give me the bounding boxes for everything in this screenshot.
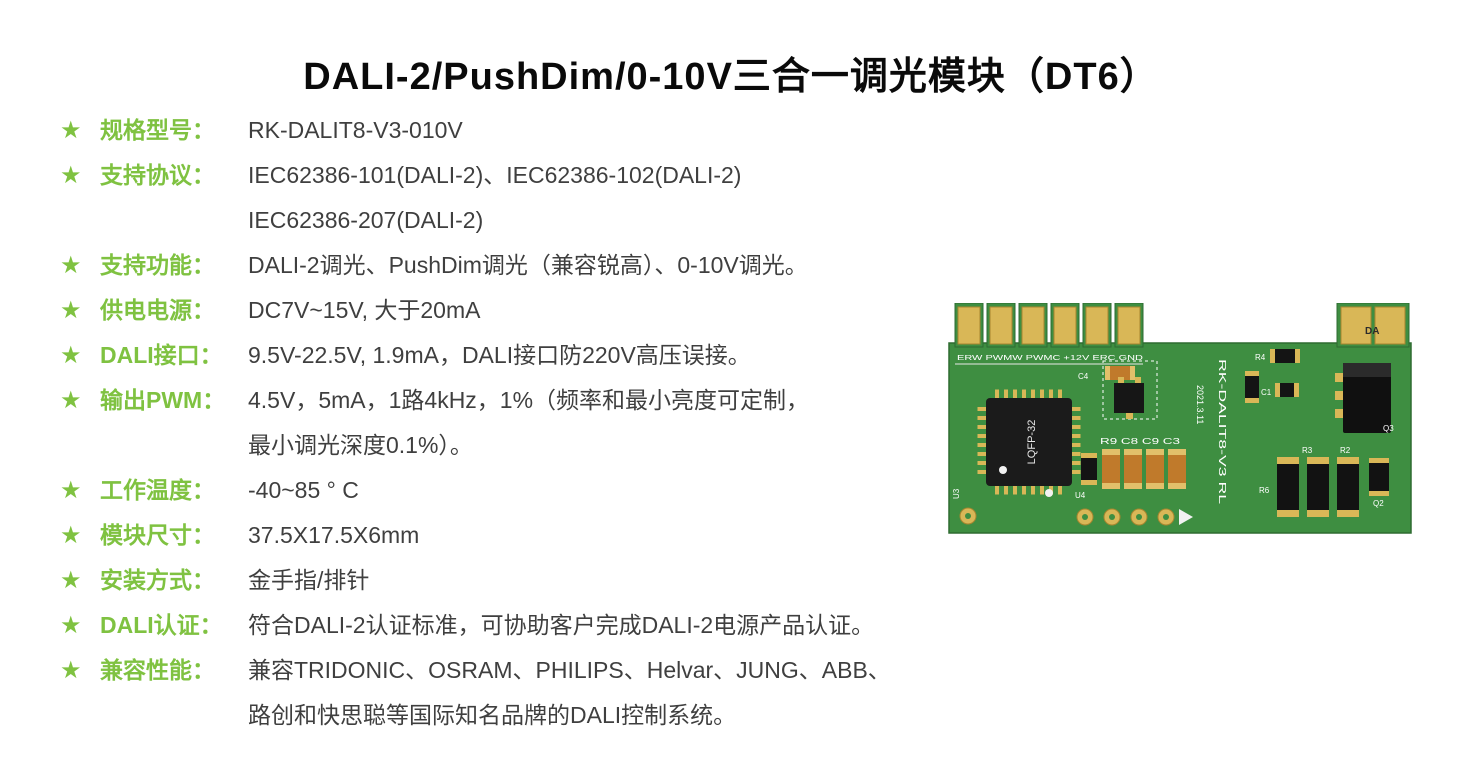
arrow-mark [1179, 509, 1193, 525]
spec-row-mounting: ★ 安装方式： 金手指/排针 [60, 558, 891, 603]
spec-row-model: ★ 规格型号： RK-DALIT8-V3-010V [60, 108, 891, 153]
spec-value: 符合DALI-2认证标准，可协助客户完成DALI-2电源产品认证。 [248, 612, 875, 638]
star-icon: ★ [60, 567, 82, 594]
pcb-label-r2: R2 [1340, 446, 1351, 455]
pcb-label-r3: R3 [1302, 446, 1313, 455]
star-icon: ★ [60, 117, 82, 144]
spec-value: DALI-2调光、PushDim调光（兼容锐高）、0-10V调光。 [248, 252, 808, 278]
r4-c1-area: R4 C1 [1245, 349, 1300, 403]
page-title: DALI-2/PushDim/0-10V三合一调光模块（DT6） [303, 56, 1159, 99]
star-icon: ★ [60, 342, 82, 369]
da-tab: DA [1336, 303, 1410, 348]
spec-value: 4.5V，5mA，1路4kHz，1%（频率和最小亮度可定制， 最小调光深度0.1… [248, 387, 810, 458]
q3-area: Q3 [1335, 363, 1394, 433]
spec-row-dali-port: ★ DALI接口： 9.5V-22.5V, 1.9mA，DALI接口防220V高… [60, 333, 891, 378]
fiducial-dot [1045, 489, 1053, 497]
spec-value: IEC62386-101(DALI-2)、IEC62386-102(DALI-2… [248, 162, 742, 233]
qfp-chip: LQFP-32 [977, 389, 1081, 495]
spec-row-pwm-output: ★ 输出PWM： 4.5V，5mA，1路4kHz，1%（频率和最小亮度可定制， … [60, 378, 891, 468]
pcb-model-text: RK-DALIT8-V3 RL [1216, 359, 1228, 504]
pcb-label-q2: Q2 [1373, 499, 1384, 508]
pcb-pin-labels: ERW PWMW PWMC +12V ERC GND [957, 353, 1144, 362]
spec-value: 9.5V-22.5V, 1.9mA，DALI接口防220V高压误接。 [248, 342, 751, 368]
resistor-bank: R3 R2 R6 Q2 [1259, 446, 1389, 517]
pcb-date-text: 2021.3.11 [1195, 385, 1205, 424]
spec-row-compatibility: ★ 兼容性能： 兼容TRIDONIC、OSRAM、PHILIPS、Helvar、… [60, 648, 891, 738]
star-icon: ★ [60, 252, 82, 279]
spec-row-certification: ★ DALI认证： 符合DALI-2认证标准，可协助客户完成DALI-2电源产品… [60, 603, 891, 648]
spec-label: 输出PWM： [100, 387, 226, 413]
pcb-label-u3: U3 [952, 488, 961, 499]
star-icon: ★ [60, 297, 82, 324]
pcb-label-r6: R6 [1259, 486, 1270, 495]
pcb-label-c4: C4 [1078, 372, 1089, 381]
spec-row-temperature: ★ 工作温度： -40~85 ° C [60, 468, 891, 513]
spec-value: 37.5X17.5X6mm [248, 522, 420, 548]
star-icon: ★ [60, 522, 82, 549]
star-icon: ★ [60, 162, 82, 189]
spec-row-functions: ★ 支持功能： DALI-2调光、PushDim调光（兼容锐高）、0-10V调光… [60, 243, 891, 288]
spec-label: 支持功能： [100, 252, 215, 278]
spec-label: 安装方式： [100, 567, 215, 593]
pin1-dot [999, 466, 1007, 474]
star-icon: ★ [60, 612, 82, 639]
spec-list: ★ 规格型号： RK-DALIT8-V3-010V ★ 支持协议： IEC623… [60, 108, 891, 738]
spec-row-protocol: ★ 支持协议： IEC62386-101(DALI-2)、IEC62386-10… [60, 153, 891, 243]
gold-fingers [954, 303, 1144, 348]
pcb-label-q3: Q3 [1383, 424, 1394, 433]
passives-row: R9 C8 C9 C3 [1081, 437, 1186, 489]
pcb-label-passives: R9 C8 C9 C3 [1100, 437, 1181, 446]
spec-label: DALI认证： [100, 612, 223, 638]
spec-value: 兼容TRIDONIC、OSRAM、PHILIPS、Helvar、JUNG、ABB… [248, 657, 891, 728]
spec-value: 金手指/排针 [248, 567, 370, 593]
star-icon: ★ [60, 657, 82, 684]
spec-value: DC7V~15V, 大于20mA [248, 297, 481, 323]
spec-value: -40~85 ° C [248, 477, 359, 503]
spec-row-dimensions: ★ 模块尺寸： 37.5X17.5X6mm [60, 513, 891, 558]
spec-label: 规格型号： [100, 117, 215, 143]
spec-label: 供电电源： [100, 297, 215, 323]
bottom-pads [959, 507, 1193, 526]
pcb-image: DA ERW PWMW PWMC +12V ERC GND C4 LQFP-32 [948, 303, 1412, 534]
spec-value: RK-DALIT8-V3-010V [248, 117, 463, 143]
pcb-label-u4: U4 [1075, 491, 1086, 500]
spec-label: 工作温度： [100, 477, 215, 503]
star-icon: ★ [60, 477, 82, 504]
spec-label: 模块尺寸： [100, 522, 215, 548]
spec-label: 支持协议： [100, 162, 215, 188]
spec-row-power: ★ 供电电源： DC7V~15V, 大于20mA [60, 288, 891, 333]
pcb-label-da: DA [1365, 326, 1379, 337]
pcb-label-r4: R4 [1255, 353, 1266, 362]
star-icon: ★ [60, 387, 82, 414]
spec-label: DALI接口： [100, 342, 223, 368]
c4-area: C4 [1078, 360, 1158, 420]
spec-label: 兼容性能： [100, 657, 215, 683]
pcb-chip-label: LQFP-32 [1026, 420, 1038, 465]
pcb-label-c1: C1 [1261, 388, 1272, 397]
